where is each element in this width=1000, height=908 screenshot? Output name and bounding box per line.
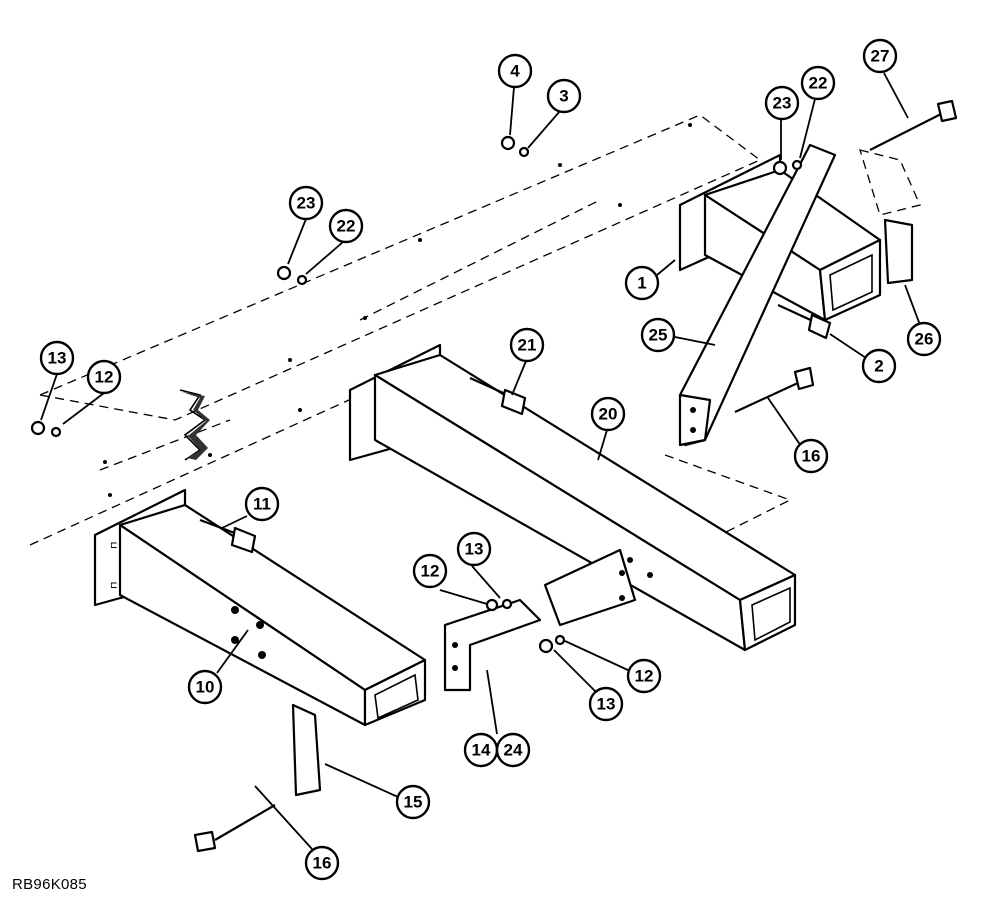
callout-10: 10: [187, 669, 223, 705]
svg-text:21: 21: [518, 336, 537, 355]
svg-text:13: 13: [48, 349, 67, 368]
callout-25: 25: [640, 317, 676, 353]
svg-text:20: 20: [599, 405, 618, 424]
callout-2: 2: [861, 348, 897, 384]
part-11-bolt: [199, 518, 257, 554]
svg-text:23: 23: [297, 194, 316, 213]
part-16-bolt-upper: [734, 366, 815, 413]
part-16-bolt-lower: [193, 804, 276, 853]
callout-3: 3: [546, 78, 582, 114]
part-26-plate: [883, 218, 914, 285]
nuts-and-washers: [30, 135, 803, 654]
svg-text:12: 12: [635, 667, 654, 686]
part-14-bracket: [443, 548, 637, 692]
svg-text:24: 24: [504, 741, 523, 760]
callout-12: 12: [626, 658, 662, 694]
callout-12: 12: [412, 553, 448, 589]
part-20-square-tube: [348, 343, 797, 652]
svg-text:11: 11: [253, 495, 271, 514]
callout-23: 23: [288, 185, 324, 221]
callout-16: 16: [304, 845, 340, 881]
leader-lines: [40, 72, 921, 850]
svg-text:27: 27: [871, 47, 890, 66]
svg-text:13: 13: [465, 540, 484, 559]
part-15-plate: [291, 703, 322, 797]
callout-13: 13: [39, 340, 75, 376]
svg-text:2: 2: [874, 357, 883, 376]
callout-24: 24: [495, 732, 531, 768]
svg-text:22: 22: [337, 217, 356, 236]
svg-text:14: 14: [472, 741, 491, 760]
part-27-bolt: [869, 99, 958, 151]
part-2-bolt: [777, 304, 832, 340]
callout-4: 4: [497, 53, 533, 89]
callout-15: 15: [395, 784, 431, 820]
svg-text:26: 26: [915, 330, 934, 349]
svg-text:3: 3: [559, 87, 568, 106]
frame-break-section: [103, 123, 692, 497]
svg-text:16: 16: [313, 854, 332, 873]
figure-code-label: RB96K085: [12, 876, 87, 893]
svg-text:1: 1: [637, 274, 646, 293]
callout-23: 23: [764, 85, 800, 121]
callout-13: 13: [456, 531, 492, 567]
svg-text:12: 12: [95, 368, 114, 387]
callout-1: 1: [624, 265, 660, 301]
svg-text:⊏: ⊏: [110, 580, 118, 590]
svg-text:22: 22: [809, 74, 828, 93]
svg-text:13: 13: [597, 695, 616, 714]
callout-22: 22: [328, 208, 364, 244]
callout-27: 27: [862, 38, 898, 74]
callout-26: 26: [906, 321, 942, 357]
svg-text:4: 4: [510, 62, 520, 81]
callout-12: 12: [86, 359, 122, 395]
callouts: 27 22 23 4 3 23 22 1 26 25 2 13 12 21 20…: [39, 38, 942, 881]
svg-text:10: 10: [196, 678, 215, 697]
svg-text:25: 25: [649, 326, 668, 345]
part-10-square-tube: ⊏ ⊏: [93, 488, 427, 727]
svg-text:23: 23: [773, 94, 792, 113]
svg-text:16: 16: [802, 447, 821, 466]
callout-11: 11: [244, 486, 280, 522]
svg-text:12: 12: [421, 562, 440, 581]
callout-22: 22: [800, 65, 836, 101]
part-21-bolt: [469, 376, 527, 416]
svg-text:15: 15: [404, 793, 423, 812]
callout-13: 13: [588, 686, 624, 722]
callout-16: 16: [793, 438, 829, 474]
svg-text:⊏: ⊏: [110, 540, 118, 550]
part-25-brace: [678, 143, 837, 447]
callout-14: 14: [463, 732, 499, 768]
callout-20: 20: [590, 396, 626, 432]
callout-21: 21: [509, 327, 545, 363]
